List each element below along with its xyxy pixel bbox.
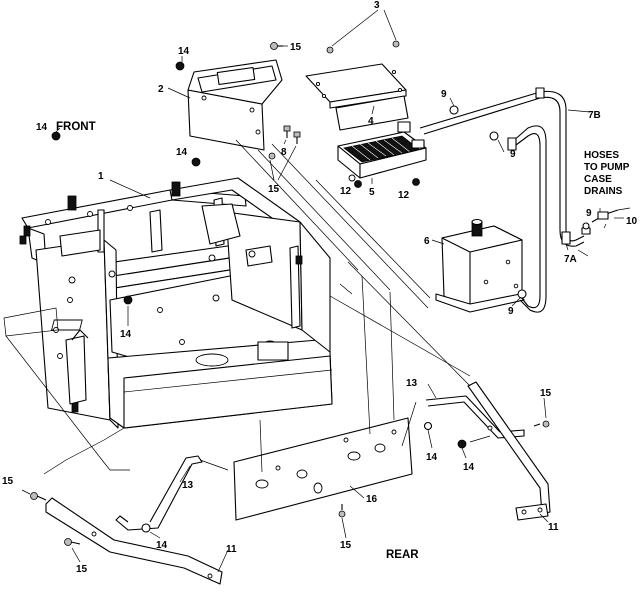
label-15-c: 15	[540, 388, 552, 399]
bolt-icon	[338, 504, 346, 518]
bolt-icon	[268, 125, 301, 160]
nut-icon	[175, 61, 185, 71]
label-13-b: 13	[182, 480, 194, 491]
label-3: 3	[374, 0, 380, 11]
label-15-f: 15	[76, 564, 88, 575]
screw-icon	[326, 46, 334, 54]
label-12-b: 12	[398, 190, 410, 201]
label-rear: REAR	[386, 549, 419, 561]
screw-icon	[392, 40, 400, 48]
callout-labels: 3 15 14 2 1 14 FRONT 14 8 15 4 12 5 12 9…	[2, 0, 638, 575]
label-9-d: 9	[508, 306, 514, 317]
fasteners	[30, 40, 550, 546]
label-14-e: 14	[463, 462, 475, 473]
label-14-f: 14	[156, 540, 168, 551]
nut-icon	[51, 131, 61, 141]
bolt-icon	[533, 420, 550, 428]
label-front: FRONT	[56, 121, 96, 133]
hoses-line-1: HOSES	[584, 150, 619, 161]
hoses-line-3: CASE	[584, 174, 612, 185]
label-11-b: 11	[226, 544, 237, 555]
label-6: 6	[424, 236, 430, 247]
main-frame	[19, 177, 333, 429]
nut-icon	[123, 295, 133, 305]
label-14-b: 14	[176, 147, 188, 158]
hose-fittings	[449, 105, 631, 299]
cover-plate	[305, 63, 409, 131]
label-8: 8	[281, 147, 287, 158]
label-9-a: 9	[441, 89, 447, 100]
label-7a: 7A	[564, 254, 577, 265]
label-15-e: 15	[2, 476, 14, 487]
reservoir-tank	[435, 218, 525, 313]
left-linkage	[45, 455, 223, 585]
label-9-b: 9	[510, 149, 516, 160]
label-14-d: 14	[426, 452, 438, 463]
label-15-a: 15	[290, 42, 302, 53]
label-10: 10	[626, 216, 638, 227]
label-9-c: 9	[586, 208, 592, 219]
label-2: 2	[158, 84, 164, 95]
frame-floor-plate	[3, 307, 59, 337]
label-15-d: 15	[340, 540, 352, 551]
label-7b: 7B	[588, 110, 601, 121]
rear-panel	[233, 417, 413, 521]
label-5: 5	[369, 187, 375, 198]
right-linkage	[423, 381, 551, 521]
nut-icon	[354, 180, 362, 188]
hydraulic-hoses	[419, 87, 585, 313]
label-12-a: 12	[340, 186, 352, 197]
label-13-a: 13	[406, 378, 418, 389]
nut-icon	[412, 178, 420, 186]
label-14-c: 14	[120, 329, 132, 340]
label-4: 4	[368, 116, 374, 127]
nut-icon	[191, 157, 201, 167]
label-11-a: 11	[548, 522, 559, 533]
leader-lines	[21, 9, 624, 573]
hoses-line-4: DRAINS	[584, 186, 623, 197]
label-15-b: 15	[268, 184, 280, 195]
label-16: 16	[366, 494, 378, 505]
label-1: 1	[98, 171, 104, 182]
bolt-icon	[30, 492, 47, 501]
mounting-bracket	[187, 59, 283, 151]
oil-cooler	[337, 121, 427, 182]
bolt-icon	[64, 538, 81, 546]
label-14-a: 14	[178, 46, 190, 57]
hoses-line-2: TO PUMP	[584, 162, 630, 173]
label-14-front: 14	[36, 122, 48, 133]
